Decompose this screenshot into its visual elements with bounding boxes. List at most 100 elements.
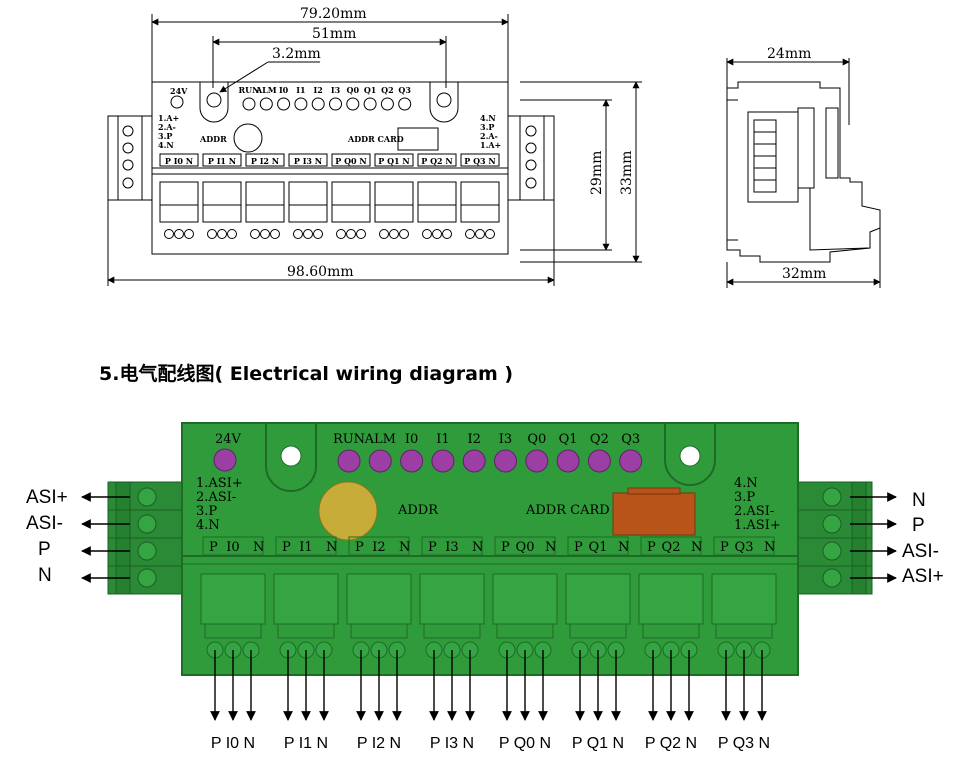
top-terminal-label: P I1 N xyxy=(208,156,236,166)
status-led xyxy=(431,449,455,473)
top-terminal-screw xyxy=(356,229,366,239)
bottom-wire-label: P Q3 N xyxy=(718,735,770,752)
top-terminal-label: P I3 N xyxy=(294,156,322,166)
top-terminal-screw xyxy=(293,229,303,239)
top-led-label: I0 xyxy=(279,85,289,95)
status-led xyxy=(619,449,643,473)
wiring-left-pin-4: 4.N xyxy=(196,518,220,533)
dim-overall-top: 79.20mm xyxy=(300,6,367,22)
led-label: Q1 xyxy=(559,432,578,447)
led-label: I1 xyxy=(436,432,449,447)
dim-hole-dia: 3.2mm xyxy=(272,46,321,62)
top-left-pin-2: 2.A- xyxy=(158,122,176,132)
status-led xyxy=(587,449,611,473)
terminal-plug[interactable] xyxy=(419,573,485,625)
terminal-header xyxy=(348,536,410,556)
top-led xyxy=(277,97,291,111)
top-terminal-header xyxy=(245,153,285,167)
top-terminal-screw xyxy=(303,229,313,239)
top-terminal-label: P Q0 N xyxy=(335,156,366,166)
right-connector-hole[interactable] xyxy=(822,541,842,561)
top-terminal-blocks xyxy=(159,153,500,239)
left-signal-label: ASI+ xyxy=(26,487,68,508)
terminal-n-label: N xyxy=(399,540,410,555)
top-addr-label: ADDR xyxy=(199,134,227,144)
terminal-n-label: N xyxy=(691,540,702,555)
top-led xyxy=(363,97,377,111)
right-connector-hole[interactable] xyxy=(822,487,842,507)
left-signal-label: N xyxy=(38,565,52,586)
top-terminal-screw xyxy=(475,229,485,239)
top-terminal-block xyxy=(202,181,242,223)
top-led-label: Q2 xyxy=(381,85,394,95)
wiring-diagram xyxy=(81,422,897,721)
top-led-label: I1 xyxy=(296,85,305,95)
terminal-group-label: Q0 xyxy=(516,540,535,555)
top-right-pin-2: 3.P xyxy=(480,122,494,132)
bottom-wire-label: P Q1 N xyxy=(572,735,624,752)
bottom-wire-label: P Q0 N xyxy=(499,735,551,752)
top-terminal-screw xyxy=(227,229,237,239)
addr-card-slot xyxy=(612,492,696,536)
top-led-label: Q1 xyxy=(364,85,377,95)
terminal-n-label: N xyxy=(764,540,775,555)
wiring-right-pin-1: 4.N xyxy=(734,476,758,491)
left-connector-hole[interactable] xyxy=(137,514,157,534)
bottom-wire-label: P I1 N xyxy=(284,735,328,752)
top-terminal-header xyxy=(202,153,242,167)
left-connector-hole[interactable] xyxy=(137,568,157,588)
terminal-plug[interactable] xyxy=(200,573,266,625)
top-led-label: ALM xyxy=(255,85,277,95)
status-led xyxy=(556,449,580,473)
top-right-pin-1: 4.N xyxy=(480,113,496,123)
terminal-plug[interactable] xyxy=(492,573,558,625)
mechanical-drawing xyxy=(107,14,881,288)
section-title: 5.电气配线图( Electrical wiring diagram ) xyxy=(99,363,514,385)
terminal-p-label: P xyxy=(574,540,583,555)
top-terminal-block xyxy=(245,181,285,223)
right-signal-label: N xyxy=(912,490,926,511)
top-terminal-block xyxy=(417,181,457,223)
terminal-plug[interactable] xyxy=(711,573,777,625)
address-knob xyxy=(318,481,378,541)
terminal-plug[interactable] xyxy=(565,573,631,625)
terminal-group-label: I1 xyxy=(299,540,312,555)
dimension-labels: 79.20mm 51mm 3.2mm 98.60mm 29mm 33mm 24m… xyxy=(272,6,826,282)
output-wires xyxy=(210,650,767,721)
terminal-p-label: P xyxy=(428,540,437,555)
top-terminal-screw xyxy=(346,229,356,239)
right-connector-hole[interactable] xyxy=(822,514,842,534)
dim-height-outer: 33mm xyxy=(619,151,635,195)
top-left-pin-4: 4.N xyxy=(158,140,174,150)
terminal-plug[interactable] xyxy=(273,573,339,625)
top-terminal-label: P Q3 N xyxy=(464,156,495,166)
wiring-left-pin-3: 3.P xyxy=(196,504,217,519)
right-connector-hole[interactable] xyxy=(822,568,842,588)
terminal-p-label: P xyxy=(647,540,656,555)
led-label: Q3 xyxy=(621,432,640,447)
terminal-plug[interactable] xyxy=(346,573,412,625)
top-led-label: Q0 xyxy=(347,85,360,95)
left-connector-hole[interactable] xyxy=(137,487,157,507)
bottom-wire-label: P I3 N xyxy=(430,735,474,752)
terminal-header xyxy=(202,536,264,556)
top-terminal-screw xyxy=(184,229,194,239)
top-24v-label: 24V xyxy=(170,86,188,96)
terminal-plug[interactable] xyxy=(638,573,704,625)
terminal-header xyxy=(421,536,483,556)
top-terminal-block xyxy=(288,181,328,223)
top-terminal-screw xyxy=(432,229,442,239)
side-view xyxy=(726,81,881,263)
top-power-led xyxy=(170,95,184,109)
top-terminal-screw xyxy=(422,229,432,239)
wiring-right-pin-3: 2.ASI- xyxy=(734,504,774,519)
wiring-right-pin-2: 3.P xyxy=(734,490,755,505)
terminal-n-label: N xyxy=(253,540,264,555)
left-connector-hole[interactable] xyxy=(137,541,157,561)
power-led xyxy=(213,448,237,472)
top-led xyxy=(259,97,273,111)
top-led xyxy=(380,97,394,111)
